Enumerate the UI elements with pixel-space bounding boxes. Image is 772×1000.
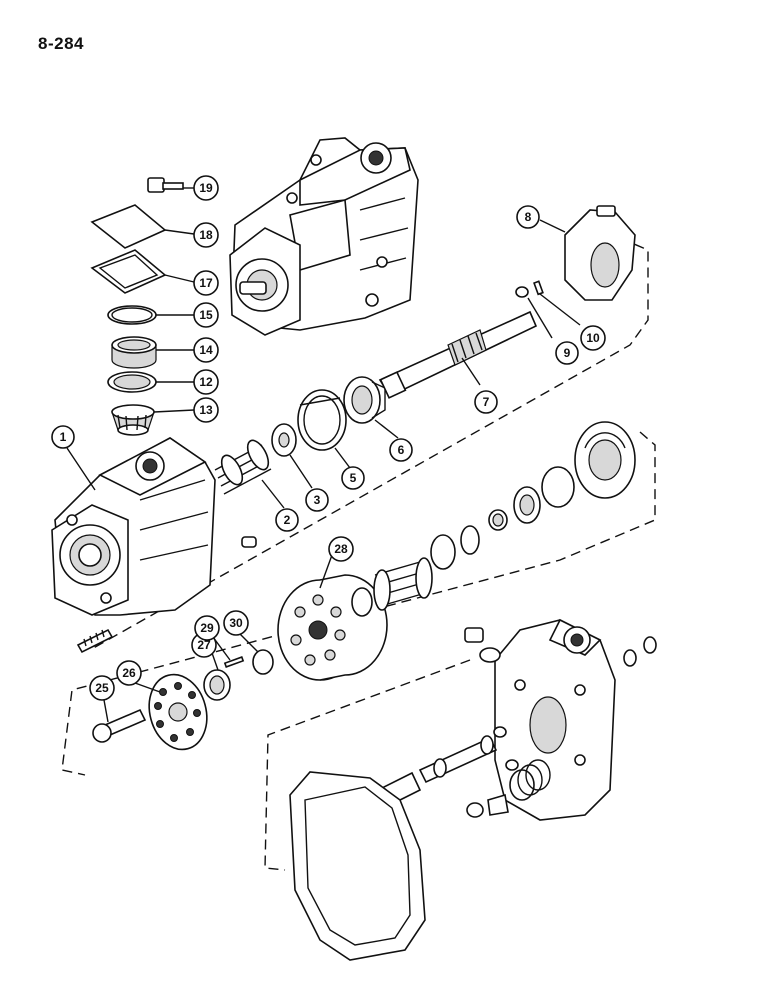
callout-10: 10 bbox=[580, 325, 606, 351]
assembled-pump-illustration bbox=[229, 137, 419, 336]
spring-washer bbox=[430, 534, 456, 570]
callout-26: 26 bbox=[116, 660, 142, 686]
rear-bearing-race bbox=[488, 509, 508, 531]
port-plate bbox=[574, 421, 636, 499]
cover-plate bbox=[90, 204, 167, 249]
bearing-cone-13 bbox=[111, 404, 155, 436]
callout-26-label: 26 bbox=[122, 666, 136, 680]
retainer-plate-26 bbox=[148, 673, 208, 751]
callout-14: 14 bbox=[193, 337, 219, 363]
callout-6: 6 bbox=[389, 438, 413, 462]
callout-17-label: 17 bbox=[199, 276, 213, 290]
callout-8-label: 8 bbox=[525, 210, 532, 224]
callout-18-label: 18 bbox=[199, 228, 213, 242]
callout-3-label: 3 bbox=[314, 493, 321, 507]
spring-seat-3 bbox=[271, 423, 297, 457]
barrel-spring bbox=[373, 557, 433, 611]
dowel-pin bbox=[241, 536, 257, 548]
washer-30 bbox=[252, 649, 274, 675]
callout-5: 5 bbox=[341, 466, 365, 490]
housing-bolt bbox=[76, 628, 114, 654]
shoe-plate-bolt-25 bbox=[92, 708, 147, 743]
rear-bearing-cone bbox=[513, 486, 541, 524]
callout-25-label: 25 bbox=[95, 681, 109, 695]
valve-spool bbox=[418, 735, 498, 784]
bearing-cup-14 bbox=[111, 336, 157, 369]
ball-guide-27 bbox=[203, 669, 231, 701]
rear-bearing-cup bbox=[541, 466, 575, 508]
group-boundary-lower bbox=[264, 659, 471, 871]
callout-10-label: 10 bbox=[586, 331, 600, 345]
callout-19-label: 19 bbox=[199, 181, 213, 195]
leader-lines bbox=[66, 187, 581, 723]
washer-barrel bbox=[351, 587, 373, 617]
pin-29 bbox=[223, 656, 245, 668]
ball-9 bbox=[515, 286, 529, 298]
callout-30: 30 bbox=[223, 610, 249, 636]
callout-2-label: 2 bbox=[284, 513, 291, 527]
callout-28-label: 28 bbox=[334, 542, 348, 556]
callout-19: 19 bbox=[193, 175, 219, 201]
drive-shaft-7 bbox=[378, 310, 538, 399]
cam-swashplate-8 bbox=[564, 205, 636, 301]
group-boundary-upper bbox=[89, 237, 649, 651]
valve-retainer bbox=[487, 793, 509, 816]
callout-28: 28 bbox=[328, 536, 354, 562]
o-ring-right-2 bbox=[643, 636, 657, 654]
callout-29: 29 bbox=[194, 615, 220, 641]
callout-1: 1 bbox=[51, 425, 75, 449]
cover-screw bbox=[147, 177, 184, 193]
callout-13-label: 13 bbox=[199, 403, 213, 417]
callout-9: 9 bbox=[555, 341, 579, 365]
callout-1-label: 1 bbox=[60, 430, 67, 444]
callout-29-label: 29 bbox=[200, 621, 214, 635]
snap-ring-barrel bbox=[460, 525, 480, 555]
o-ring-right-1 bbox=[623, 649, 637, 667]
bearing-cup-5 bbox=[297, 389, 347, 451]
callout-7: 7 bbox=[474, 390, 498, 414]
callout-12-label: 12 bbox=[199, 375, 213, 389]
valve-o-ring bbox=[493, 726, 507, 738]
cylinder-barrel-28 bbox=[277, 574, 388, 681]
callout-13: 13 bbox=[193, 397, 219, 423]
pump-housing bbox=[51, 437, 216, 616]
valve-washer bbox=[466, 802, 484, 818]
bearing-cone-6 bbox=[343, 376, 386, 424]
callout-18: 18 bbox=[193, 222, 219, 248]
callout-9-label: 9 bbox=[564, 346, 571, 360]
end-cap-gasket bbox=[289, 771, 426, 961]
callout-17: 17 bbox=[193, 270, 219, 296]
callout-15-label: 15 bbox=[199, 308, 213, 322]
callout-12: 12 bbox=[193, 369, 219, 395]
callout-6-label: 6 bbox=[398, 443, 405, 457]
valve-spring bbox=[509, 759, 551, 801]
snap-ring-12 bbox=[107, 371, 157, 393]
group-boundary-middle bbox=[61, 431, 656, 776]
end-cap-plug bbox=[464, 627, 501, 663]
callout-2: 2 bbox=[275, 508, 299, 532]
page-number: 8-284 bbox=[38, 34, 84, 53]
callout-14-label: 14 bbox=[199, 343, 213, 357]
pin-10 bbox=[533, 280, 544, 296]
callout-25: 25 bbox=[89, 675, 115, 701]
callout-5-label: 5 bbox=[350, 471, 357, 485]
valve-spring-seat bbox=[505, 759, 519, 771]
callout-8: 8 bbox=[516, 205, 540, 229]
callout-15: 15 bbox=[193, 302, 219, 328]
callout-30-label: 30 bbox=[229, 616, 243, 630]
callout-3: 3 bbox=[305, 488, 329, 512]
callout-27-label: 27 bbox=[197, 638, 211, 652]
spring-2 bbox=[214, 439, 272, 495]
callout-7-label: 7 bbox=[483, 395, 490, 409]
